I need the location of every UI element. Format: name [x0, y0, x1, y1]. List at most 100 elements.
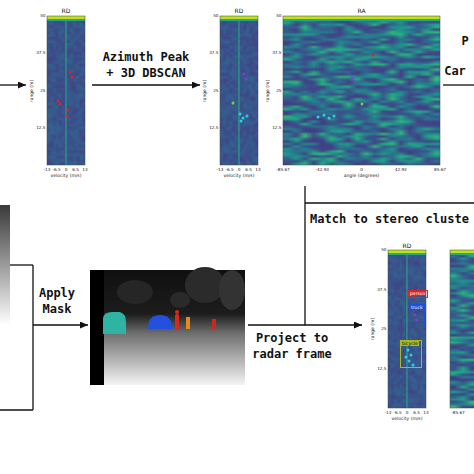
axis-label: range (m)	[29, 79, 34, 101]
tick-label: 13	[82, 167, 87, 172]
tick-label: 13	[423, 410, 428, 415]
tick-label: -42.93	[316, 167, 330, 172]
detection-dot	[414, 314, 417, 317]
depth-image	[0, 205, 10, 325]
step-label: Project to radar frame	[249, 331, 335, 362]
detection-dot	[351, 77, 354, 80]
input-arrow	[0, 84, 26, 85]
tree-silhouette	[185, 267, 225, 303]
radar-plot: RD person truck bicycle	[362, 238, 428, 432]
flow-arrow	[305, 186, 362, 325]
radar-heatmap	[220, 16, 258, 165]
object-mask	[103, 312, 126, 334]
class-label: truck	[410, 305, 424, 310]
detection-dot	[66, 115, 69, 118]
plot-frame	[47, 16, 85, 165]
detection-box: truck	[409, 304, 425, 326]
detection-dot	[328, 117, 331, 120]
detection-dot	[71, 76, 74, 79]
tick-label: 0	[65, 167, 68, 172]
radar-plot: RA	[265, 4, 442, 186]
detections	[57, 54, 419, 367]
bracket-line	[0, 409, 33, 410]
bracket-line	[10, 264, 33, 265]
detection-dot	[317, 116, 320, 119]
object-mask	[186, 317, 190, 329]
radar-heatmap	[450, 250, 474, 408]
tick-label: 37.5	[272, 51, 281, 56]
tick-label: 6.5	[245, 167, 252, 172]
detection-dot	[59, 103, 62, 106]
detection-dot	[407, 349, 410, 352]
detection-dot	[408, 360, 411, 363]
plot-title: RD	[403, 242, 412, 249]
detection-dot	[232, 102, 235, 105]
tick-label: 0	[406, 410, 409, 415]
radar-plot: RD	[28, 4, 92, 186]
detection-dot	[240, 120, 243, 123]
detection-dot	[242, 117, 245, 120]
detection-dot	[333, 115, 336, 118]
tick-label: 0	[360, 167, 363, 172]
axis-label: range (m)	[370, 318, 375, 340]
tick-label: 13	[255, 167, 260, 172]
plot-title: RD	[235, 7, 244, 14]
tick-label: -6.5	[52, 167, 60, 172]
plot-title: RA	[357, 7, 365, 14]
tick-label: 42.93	[395, 167, 407, 172]
tick-label: -13	[385, 410, 392, 415]
radar-plot: RD	[200, 4, 262, 186]
detection-dot	[243, 73, 246, 76]
tick-label: 37.5	[209, 51, 218, 56]
tree-silhouette	[117, 280, 153, 304]
detection-dot	[405, 356, 408, 359]
detection-box: bicycle	[400, 340, 422, 368]
detection-dot	[354, 81, 357, 84]
detection-dot	[412, 364, 415, 367]
tick-label: -13	[44, 167, 51, 172]
detection-dot	[323, 114, 326, 117]
radar-heatmap	[47, 16, 85, 165]
class-label: bicycle	[401, 341, 419, 346]
depth-image	[90, 270, 245, 385]
tick-label: -6.5	[225, 167, 233, 172]
detection-dot	[57, 100, 60, 103]
tick-label: 25	[381, 327, 386, 332]
axis-label: velocity (m/s)	[392, 416, 423, 421]
tick-label: 50	[213, 14, 218, 19]
class-label: person	[409, 291, 426, 296]
tick-label: 12.5	[209, 125, 218, 130]
object-mask	[175, 310, 179, 314]
tick-label: 12.5	[272, 125, 281, 130]
branch-line	[305, 202, 474, 203]
tick-label: 37.5	[377, 287, 386, 292]
tick-label: 50	[40, 14, 45, 19]
detection-dot	[245, 78, 248, 81]
object-mask	[212, 319, 216, 329]
plot-frame	[450, 250, 474, 408]
tick-label: -85.67	[276, 167, 290, 172]
layout-lines	[0, 85, 474, 410]
plot-title: RD	[62, 7, 71, 14]
step-label: Apply Mask	[33, 286, 81, 317]
tick-label: 0	[238, 167, 241, 172]
detection-dot	[69, 71, 72, 74]
mask-arrow	[33, 324, 88, 325]
tick-label: -13	[217, 167, 224, 172]
edge-group	[92, 85, 362, 325]
tick-label: 25	[213, 88, 218, 93]
detection-dot	[361, 103, 364, 106]
tick-label: 12.5	[377, 366, 386, 371]
radar-heatmap	[388, 250, 426, 408]
axis-label: velocity (m/s)	[51, 173, 82, 178]
tick-label: 25	[40, 88, 45, 93]
tick-label: 6.5	[72, 167, 79, 172]
tree-silhouette	[219, 270, 245, 310]
tick-label: 37.5	[36, 51, 45, 56]
bracket-line	[32, 265, 33, 410]
detection-box: person	[408, 290, 428, 298]
plot-frame	[220, 16, 258, 165]
